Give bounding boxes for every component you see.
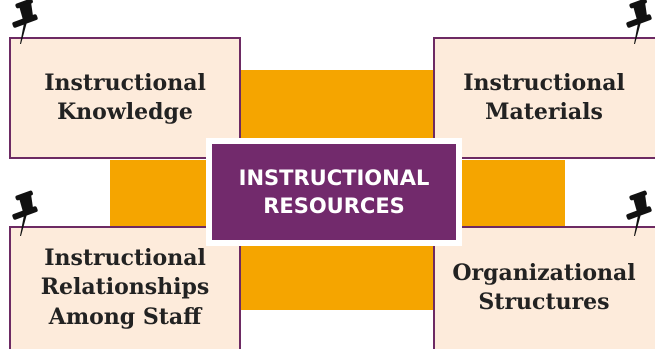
card-instructional-relationships: Instructional Relationships Among Staff	[9, 226, 241, 349]
card-organizational-structures: Organizational Structures	[433, 226, 655, 349]
card-instructional-knowledge: Instructional Knowledge	[9, 37, 241, 159]
left-connector-band	[110, 160, 220, 228]
center-title-box: INSTRUCTIONAL RESOURCES	[206, 138, 462, 246]
pushpin-icon	[626, 0, 652, 44]
pushpin-icon	[626, 190, 652, 236]
center-title: INSTRUCTIONAL RESOURCES	[238, 165, 430, 218]
card-label: Instructional Materials	[463, 69, 625, 125]
pushpin-icon	[12, 0, 38, 44]
right-connector-band	[445, 160, 565, 228]
card-label: Organizational Structures	[452, 259, 636, 315]
card-label: Instructional Knowledge	[44, 69, 206, 125]
pushpin-icon	[12, 190, 38, 236]
card-label: Instructional Relationships Among Staff	[40, 245, 210, 330]
card-instructional-materials: Instructional Materials	[433, 37, 655, 159]
